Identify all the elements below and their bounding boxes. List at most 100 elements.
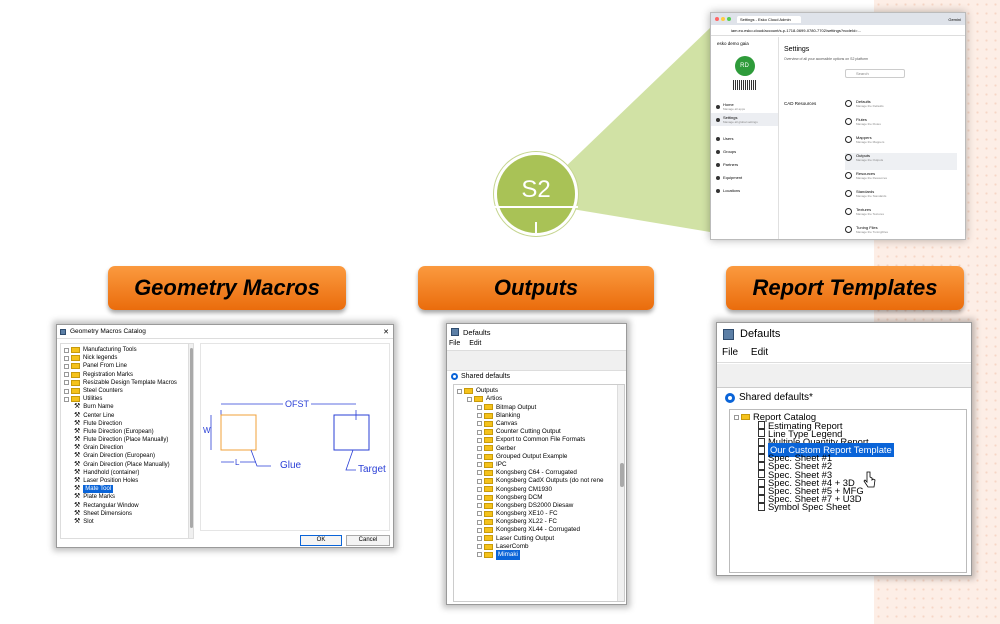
output-item[interactable]: Kongsberg DS2000 Diesaw	[457, 502, 603, 510]
macro-item[interactable]: ⚒Handhold (container)	[64, 469, 177, 477]
macro-folder[interactable]: Utilities	[64, 395, 177, 403]
menu-file[interactable]: File	[449, 340, 461, 347]
expand-toggle-icon[interactable]	[477, 552, 482, 558]
expand-toggle-icon[interactable]	[64, 355, 69, 361]
macro-item[interactable]: ⚒Sheet Dimensions	[64, 510, 177, 518]
cancel-button[interactable]: Cancel	[346, 535, 390, 546]
expand-toggle-icon[interactable]	[64, 372, 69, 378]
output-item[interactable]: Bitmap Output	[457, 403, 603, 411]
expand-toggle-icon[interactable]	[477, 495, 482, 501]
output-item[interactable]: Laser Cutting Output	[457, 534, 603, 542]
expand-toggle-icon[interactable]	[477, 511, 482, 517]
macro-item[interactable]: ⚒Grain Direction (European)	[64, 452, 177, 460]
report-item[interactable]: Multiple Quantity Report	[734, 436, 894, 447]
report-item[interactable]: Spec. Sheet #1	[734, 452, 894, 463]
expand-toggle-icon[interactable]	[477, 445, 482, 451]
output-item[interactable]: Counter Cutting Output	[457, 428, 603, 436]
macro-folder[interactable]: Nick legends	[64, 354, 177, 362]
report-item[interactable]: Spec. Sheet #3	[734, 469, 894, 480]
output-item[interactable]: Kongsberg C64 - Corrugated	[457, 469, 603, 477]
expand-toggle-icon[interactable]	[64, 347, 69, 353]
menu-edit[interactable]: Edit	[469, 340, 482, 347]
macro-item[interactable]: ⚒Grain Direction	[64, 444, 177, 452]
shared-defaults-option[interactable]: Shared defaults	[451, 373, 510, 380]
output-item[interactable]: Kongsberg CM1930	[457, 485, 603, 493]
expand-toggle-icon[interactable]	[477, 486, 482, 492]
report-item[interactable]: Symbol Spec Sheet	[734, 501, 894, 512]
expand-toggle-icon[interactable]	[477, 470, 482, 476]
report-item[interactable]: Line Type Legend	[734, 428, 894, 439]
output-item[interactable]: Kongsberg XE10 - FC	[457, 510, 603, 518]
expand-toggle-icon[interactable]	[477, 404, 482, 410]
menu-file[interactable]: File	[722, 347, 739, 358]
avatar[interactable]: RD	[734, 56, 755, 76]
shared-defaults-option[interactable]: Shared defaults*	[725, 392, 813, 403]
menu-edit[interactable]: Edit	[750, 347, 769, 358]
report-item[interactable]: Spec. Sheet #7 + U3D	[734, 493, 894, 504]
expand-toggle-icon[interactable]	[734, 414, 739, 420]
address-bar[interactable]: iam.eu.esko.cloud/account/s-p-1718-0699-…	[711, 25, 965, 36]
report-catalog-folder[interactable]: Report Catalog	[734, 411, 894, 422]
macro-item[interactable]: ⚒Flute Direction (Place Manually)	[64, 436, 177, 444]
expand-toggle-icon[interactable]	[477, 462, 482, 468]
output-item[interactable]: LaserComb	[457, 543, 603, 551]
report-item[interactable]: Estimating Report	[734, 420, 894, 431]
macro-item[interactable]: ⚒Rectangular Window	[64, 502, 177, 510]
output-item[interactable]: Grouped Output Example	[457, 453, 603, 461]
expand-toggle-icon[interactable]	[477, 437, 482, 443]
expand-toggle-icon[interactable]	[477, 527, 482, 533]
report-item[interactable]: Spec. Sheet #2	[734, 460, 894, 471]
macro-item[interactable]: ⚒Plate Marks	[64, 493, 177, 501]
expand-toggle-icon[interactable]	[477, 429, 482, 435]
report-item[interactable]: Spec. Sheet #4 + 3D	[734, 477, 894, 488]
expand-toggle-icon[interactable]	[64, 388, 69, 394]
expand-toggle-icon[interactable]	[64, 380, 69, 386]
macro-item[interactable]: ⚒Flute Direction (European)	[64, 428, 177, 436]
expand-toggle-icon[interactable]	[477, 503, 482, 509]
outputs-root-folder[interactable]: Outputs	[457, 387, 603, 395]
expand-toggle-icon[interactable]	[477, 519, 482, 525]
report-item[interactable]: Our Custom Report Template	[734, 443, 894, 457]
macro-item[interactable]: ⚒Laser Position Holes	[64, 477, 177, 485]
nav-equipment[interactable]: Equipment	[711, 171, 778, 184]
browser-tab[interactable]: Settings - Esko Cloud Admin	[737, 15, 801, 23]
expand-toggle-icon[interactable]	[477, 478, 482, 484]
macro-item[interactable]: ⚒Flute Direction	[64, 420, 177, 428]
macro-item[interactable]: ⚒Center Line	[64, 412, 177, 420]
nav-groups[interactable]: Groups	[711, 145, 778, 158]
expand-toggle-icon[interactable]	[477, 421, 482, 427]
output-item[interactable]: Kongsberg DCM	[457, 493, 603, 501]
expand-toggle-icon[interactable]	[477, 544, 482, 550]
nav-partners[interactable]: Partners	[711, 158, 778, 171]
expand-toggle-icon[interactable]	[477, 454, 482, 460]
outputs-subfolder[interactable]: Artios	[457, 395, 603, 403]
macro-item[interactable]: ⚒Burn Name	[64, 403, 177, 411]
macro-folder[interactable]: Manufacturing Tools	[64, 346, 177, 354]
output-item[interactable]: Kongsberg CadX Outputs (do not rene	[457, 477, 603, 485]
output-item[interactable]: Kongsberg XL22 - FC	[457, 518, 603, 526]
close-icon[interactable]: ✕	[383, 328, 389, 336]
ok-button[interactable]: OK	[300, 535, 342, 546]
expand-toggle-icon[interactable]	[467, 396, 472, 402]
output-item[interactable]: Gerber	[457, 444, 603, 452]
macro-folder[interactable]: Steel Counters	[64, 387, 177, 395]
nav-locations[interactable]: Locations	[711, 184, 778, 197]
expand-toggle-icon[interactable]	[457, 388, 462, 394]
macro-item[interactable]: ⚒Grain Direction (Place Manually)	[64, 461, 177, 469]
macro-folder[interactable]: Panel From Line	[64, 362, 177, 370]
expand-toggle-icon[interactable]	[64, 396, 69, 402]
search-input[interactable]: Search	[845, 69, 905, 78]
tree-scrollbar[interactable]	[617, 385, 624, 601]
macro-folder[interactable]: Resizable Design Template Macros	[64, 379, 177, 387]
macro-folder[interactable]: Registration Marks	[64, 371, 177, 379]
output-item[interactable]: Blanking	[457, 412, 603, 420]
